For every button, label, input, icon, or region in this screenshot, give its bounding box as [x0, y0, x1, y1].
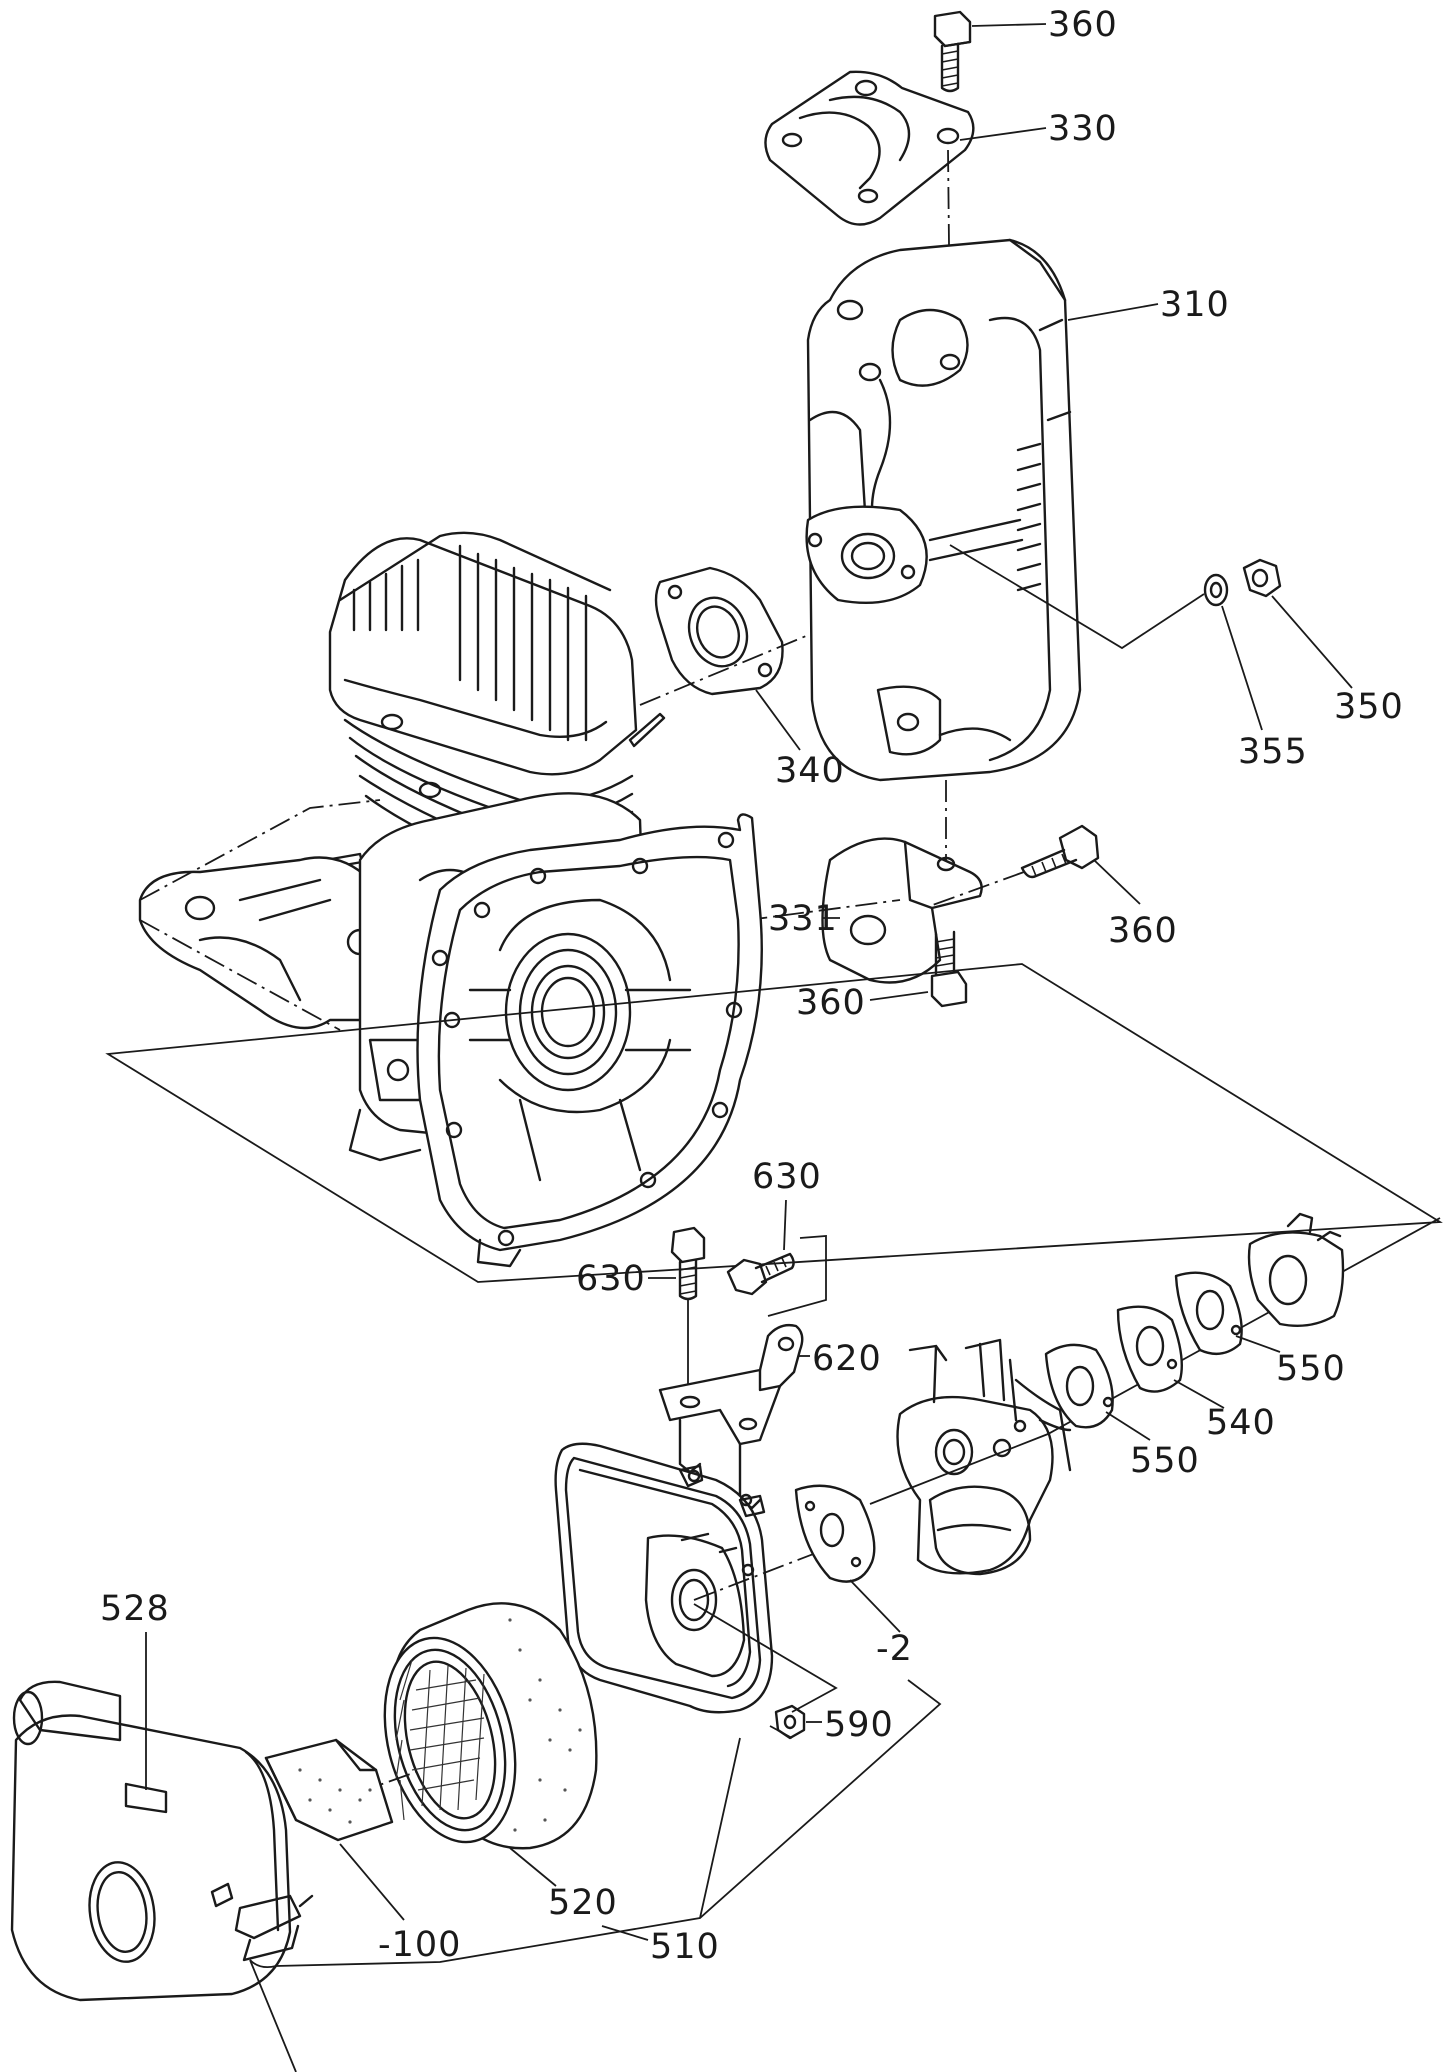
nut-350[interactable] — [1242, 558, 1282, 598]
label-360-bottom: 360 — [796, 983, 866, 1023]
gasket-550-right[interactable] — [1174, 1271, 1243, 1356]
label-528: 528 — [100, 1589, 170, 1629]
air-cleaner-base[interactable] — [554, 1442, 774, 1714]
outline-engine-axis — [139, 799, 381, 901]
insulator-540[interactable] — [1116, 1305, 1183, 1393]
leader-540 — [1173, 1379, 1225, 1409]
label-550-left: 550 — [1130, 1441, 1200, 1481]
filter-element-520[interactable] — [365, 1602, 598, 1856]
nut-590[interactable] — [774, 1704, 806, 1740]
gasket-340[interactable] — [654, 566, 784, 696]
leader-100 — [339, 1843, 405, 1921]
bolt-360-right[interactable] — [1020, 824, 1100, 879]
assembly-510 — [249, 1679, 942, 2072]
label-590: 590 — [824, 1705, 894, 1745]
label-510: 510 — [650, 1927, 720, 1967]
bolt-630-upper[interactable] — [726, 1252, 795, 1296]
bracket-331[interactable] — [821, 837, 983, 984]
leader-510 — [601, 1925, 649, 1941]
label-340: 340 — [775, 751, 845, 791]
bracket-620[interactable] — [658, 1323, 804, 1510]
leader-360-top — [971, 23, 1047, 27]
bolt-360-bottom[interactable] — [930, 930, 968, 1008]
axis-340 — [639, 635, 807, 706]
label-331: 331 — [768, 899, 838, 939]
label-540: 540 — [1206, 1403, 1276, 1443]
leader-360-right — [1093, 859, 1141, 905]
gasket-2[interactable] — [794, 1484, 876, 1583]
leader-310 — [1067, 303, 1159, 321]
air-cleaner-cover[interactable] — [10, 1680, 314, 2002]
leader-520 — [509, 1847, 557, 1887]
label-550-right: 550 — [1276, 1349, 1346, 1389]
leader-350 — [1271, 595, 1353, 689]
engine-block[interactable] — [138, 531, 763, 1268]
leader-2 — [849, 1579, 901, 1633]
label-350: 350 — [1334, 687, 1404, 727]
leader-340 — [755, 689, 801, 751]
plate-330[interactable] — [764, 70, 975, 226]
leader-630-upper — [783, 1199, 787, 1251]
label-330: 330 — [1048, 109, 1118, 149]
label-100: -100 — [378, 1925, 461, 1965]
bolt-630-left[interactable] — [670, 1226, 706, 1301]
leader-355 — [1221, 605, 1263, 731]
axis-bolt-331 — [929, 871, 1025, 907]
leader-330 — [959, 127, 1047, 141]
assembly-510-tick — [699, 1725, 793, 1919]
bolt-360-top[interactable] — [933, 10, 972, 93]
muffler-310[interactable] — [805, 238, 1082, 782]
axis-630-620 — [767, 1235, 827, 1317]
outline-mount-plane — [105, 963, 1443, 1283]
label-360-top: 360 — [1048, 5, 1118, 45]
label-520: 520 — [548, 1883, 618, 1923]
label-2: -2 — [876, 1629, 913, 1669]
prefilter-100[interactable] — [264, 1738, 394, 1842]
axis-muffler-studs — [949, 544, 1205, 650]
label-310: 310 — [1160, 285, 1230, 325]
label-630-left: 630 — [576, 1259, 646, 1299]
label-620: 620 — [812, 1339, 882, 1379]
label-355: 355 — [1238, 732, 1308, 772]
label-630-upper: 630 — [752, 1157, 822, 1197]
leader-550-left — [1105, 1411, 1151, 1441]
leader-550-right — [1235, 1335, 1281, 1353]
leader-360-bottom — [869, 991, 929, 1001]
axis-590 — [693, 1603, 838, 1713]
outline-engine-side — [139, 919, 341, 1031]
intake-spacer[interactable] — [1247, 1212, 1345, 1327]
label-360-right: 360 — [1108, 911, 1178, 951]
washer-355[interactable] — [1203, 573, 1229, 607]
carburetor[interactable] — [896, 1338, 1072, 1576]
gasket-550-left[interactable] — [1044, 1343, 1114, 1429]
